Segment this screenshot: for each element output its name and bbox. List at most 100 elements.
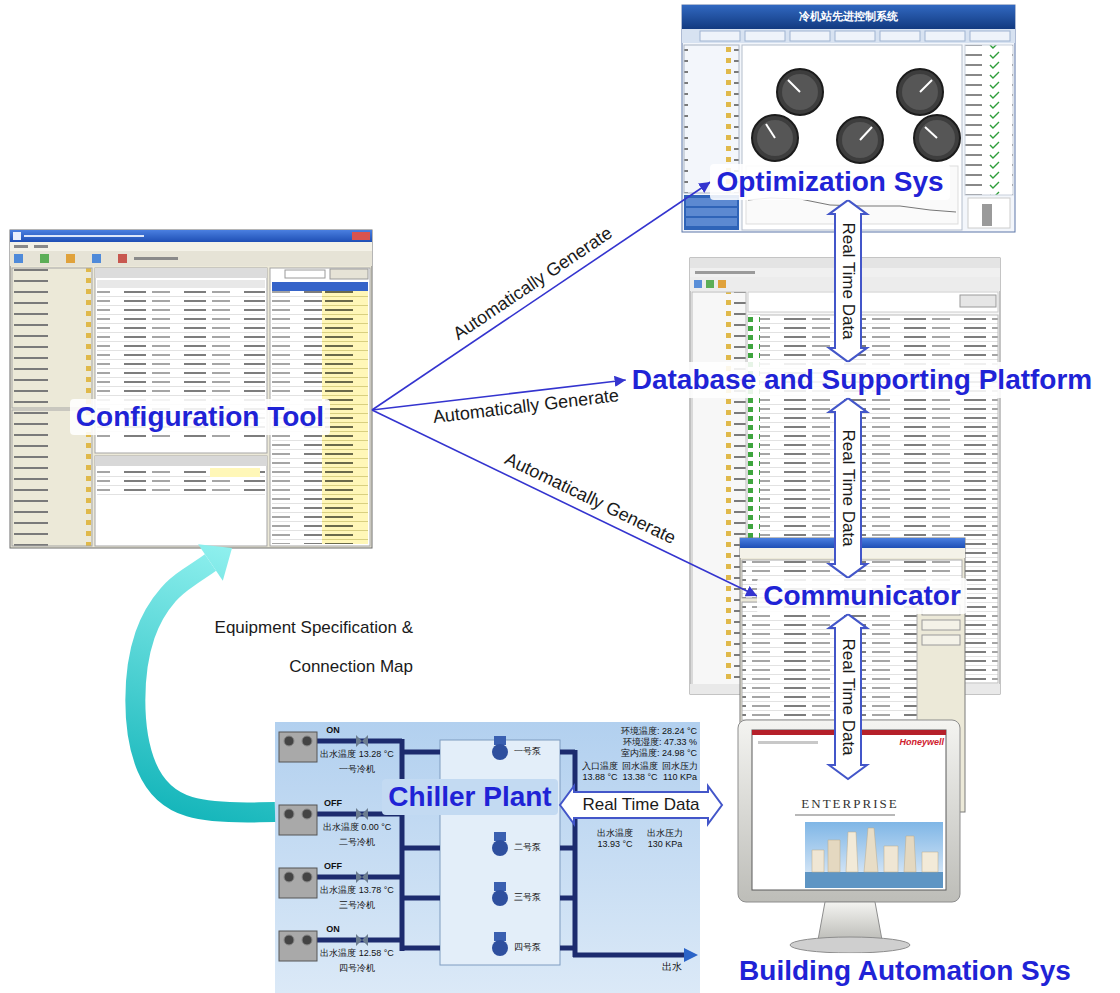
data-flow-arrow (560, 786, 722, 824)
monitor-illustration (922, 852, 938, 872)
pump (494, 736, 506, 745)
switch-state: OFF (318, 798, 348, 809)
chiller-plant-illustration (275, 722, 700, 993)
configuration-tool-screenshot (34, 245, 48, 248)
optimization-system-screenshot (700, 31, 740, 41)
platform-label: Database and Supporting Platform (626, 362, 1099, 398)
gauge (837, 117, 883, 163)
monitor-illustration (864, 828, 878, 872)
optimization-system-screenshot (682, 5, 1015, 29)
pump-name: 二号泵 (514, 842, 554, 853)
configuration-tool-screenshot (10, 230, 372, 548)
pump (494, 832, 506, 841)
chiller-unit (279, 732, 317, 762)
pump-name: 四号泵 (514, 942, 554, 953)
monitor-illustration (818, 902, 882, 940)
chiller-unit (302, 872, 312, 882)
pump (492, 832, 508, 856)
configuration-tool-screenshot (285, 270, 325, 278)
configuration-tool-screenshot (14, 245, 28, 248)
optimization-system-screenshot (982, 204, 992, 226)
optimization-system-screenshot (686, 218, 737, 226)
outlet-temperature: 出水温度 0.00 °C (312, 822, 402, 833)
gauge (919, 120, 955, 156)
sensor-reading: 出水压力 130 KPa (645, 828, 685, 850)
optimization-system-screenshot (880, 31, 920, 41)
monitor-illustration (805, 822, 943, 888)
ambient-reading: 环境温度: 28.24 °C (590, 726, 697, 737)
connector (829, 614, 867, 779)
configuration-tool-screenshot (66, 254, 75, 263)
ambient-reading: 室内温度: 24.98 °C (590, 748, 697, 759)
pipe (573, 953, 684, 958)
configuration-tool-screenshot (95, 456, 267, 546)
node-label: Communicator (757, 578, 967, 614)
gauge (914, 115, 960, 161)
pump-name: 一号泵 (514, 746, 554, 757)
configuration-tool-screenshot (10, 251, 372, 266)
screen-brand: ENTERPRISE (775, 796, 925, 811)
gauge (777, 69, 823, 115)
chiller-unit (356, 808, 368, 820)
optimization-system-screenshot (682, 5, 1015, 232)
gauge (897, 69, 943, 115)
switch-state: ON (318, 725, 348, 736)
pump (492, 882, 508, 906)
vendor-logo: Honeywell (890, 737, 944, 748)
pump (492, 840, 508, 856)
pipe (402, 846, 440, 851)
database-platform-screenshot (694, 280, 702, 288)
optimization-system-screenshot (965, 45, 1013, 195)
gauge (777, 69, 823, 115)
configuration-tool-screenshot (118, 254, 127, 263)
chiller-name: 二号冷机 (312, 837, 402, 848)
chiller-name: 四号冷机 (312, 963, 402, 974)
database-platform-screenshot (692, 292, 746, 690)
switch-state: OFF (318, 861, 348, 872)
sensor-reading: 回水温度 13.38 °C (620, 761, 660, 783)
sensor-reading: 出水温度 13.93 °C (595, 828, 635, 850)
configuration-tool-screenshot (40, 254, 49, 263)
configuration-tool-screenshot (10, 230, 372, 242)
gauge (902, 74, 938, 110)
pipe (402, 896, 440, 901)
chiller-name: 三号冷机 (312, 900, 402, 911)
chiller-unit (279, 868, 317, 898)
gauge (914, 115, 960, 161)
chiller-unit (356, 934, 368, 946)
configuration-tool-screenshot (12, 268, 92, 408)
tool-label: Configuration Tool (10, 230, 372, 548)
ambient-reading: 环境湿度: 47.33 % (590, 737, 697, 748)
chiller-plant-illustration (440, 740, 560, 965)
connector (372, 410, 757, 596)
system-label: Optimization Sys (710, 164, 949, 200)
chiller-unit (302, 809, 312, 819)
optimization-system-screenshot (686, 208, 737, 216)
monitor-illustration (758, 741, 818, 744)
gauge (860, 127, 872, 140)
configuration-tool-screenshot (210, 468, 260, 477)
pump (494, 932, 506, 941)
gauge (752, 115, 798, 161)
monitor-illustration (828, 840, 840, 872)
switch-state: ON (318, 924, 348, 935)
data-flow-arrow (829, 398, 867, 578)
chiller-unit (284, 935, 294, 945)
configuration-tool-screenshot (272, 282, 368, 291)
outlet-tag: 出水 (652, 961, 692, 973)
configuration-tool-screenshot (330, 269, 368, 279)
configuration-tool-screenshot (10, 230, 372, 548)
pipe (402, 750, 440, 755)
chiller-unit (279, 931, 317, 961)
connector (135, 544, 275, 812)
configuration-tool-screenshot (24, 235, 144, 237)
monitor-illustration (805, 872, 943, 888)
optimization-system-screenshot (745, 31, 785, 41)
pump (492, 890, 508, 906)
database-platform-screenshot (718, 280, 726, 288)
connector-label: Real Time Data (839, 636, 858, 757)
